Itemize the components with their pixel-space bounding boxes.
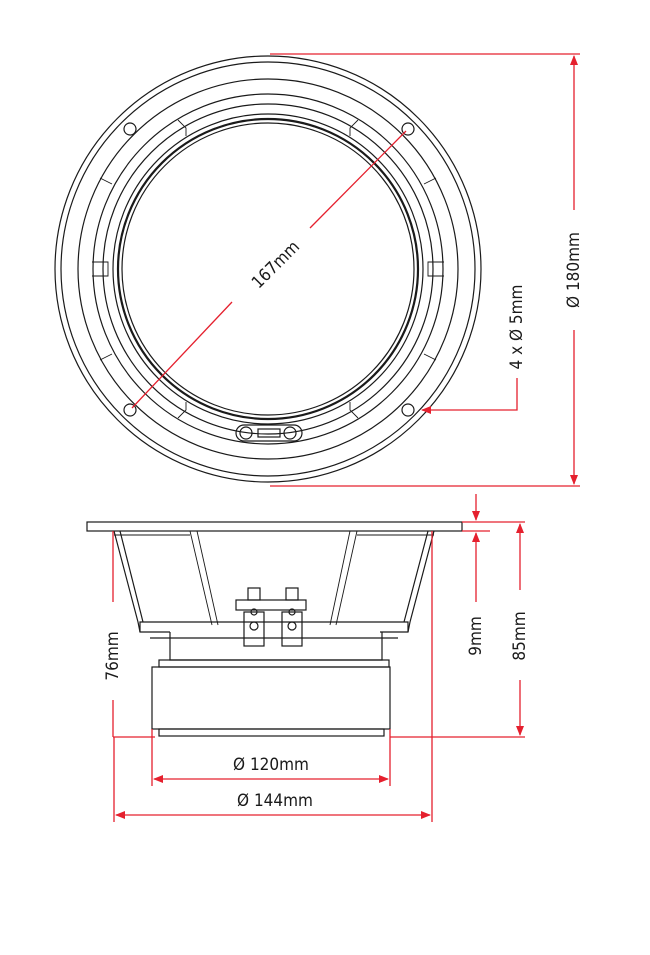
front-view: 167mm Ø 180mm 4 x Ø 5mm bbox=[54, 53, 584, 487]
total-depth-label: 85mm bbox=[510, 611, 530, 660]
cone-diameter-label: 167mm bbox=[248, 237, 304, 293]
cutout-diameter-label: Ø 144mm bbox=[237, 791, 313, 811]
flange-thickness-label: 9mm bbox=[466, 616, 486, 656]
magnet-diameter-label: Ø 120mm bbox=[233, 755, 309, 775]
mounting-holes-label: 4 x Ø 5mm bbox=[507, 285, 527, 370]
basket-depth-label: 76mm bbox=[103, 631, 123, 680]
terminal-block-front bbox=[235, 424, 303, 442]
cone-diameter-line bbox=[131, 301, 233, 409]
terminal-block-side bbox=[235, 587, 307, 647]
basket-ribs bbox=[92, 119, 444, 419]
mounting-holes bbox=[123, 122, 415, 417]
side-view: 9mm 85mm 76mm Ø 120mm Ø 144mm bbox=[86, 494, 530, 822]
outer-diameter-label: Ø 180mm bbox=[564, 232, 584, 308]
